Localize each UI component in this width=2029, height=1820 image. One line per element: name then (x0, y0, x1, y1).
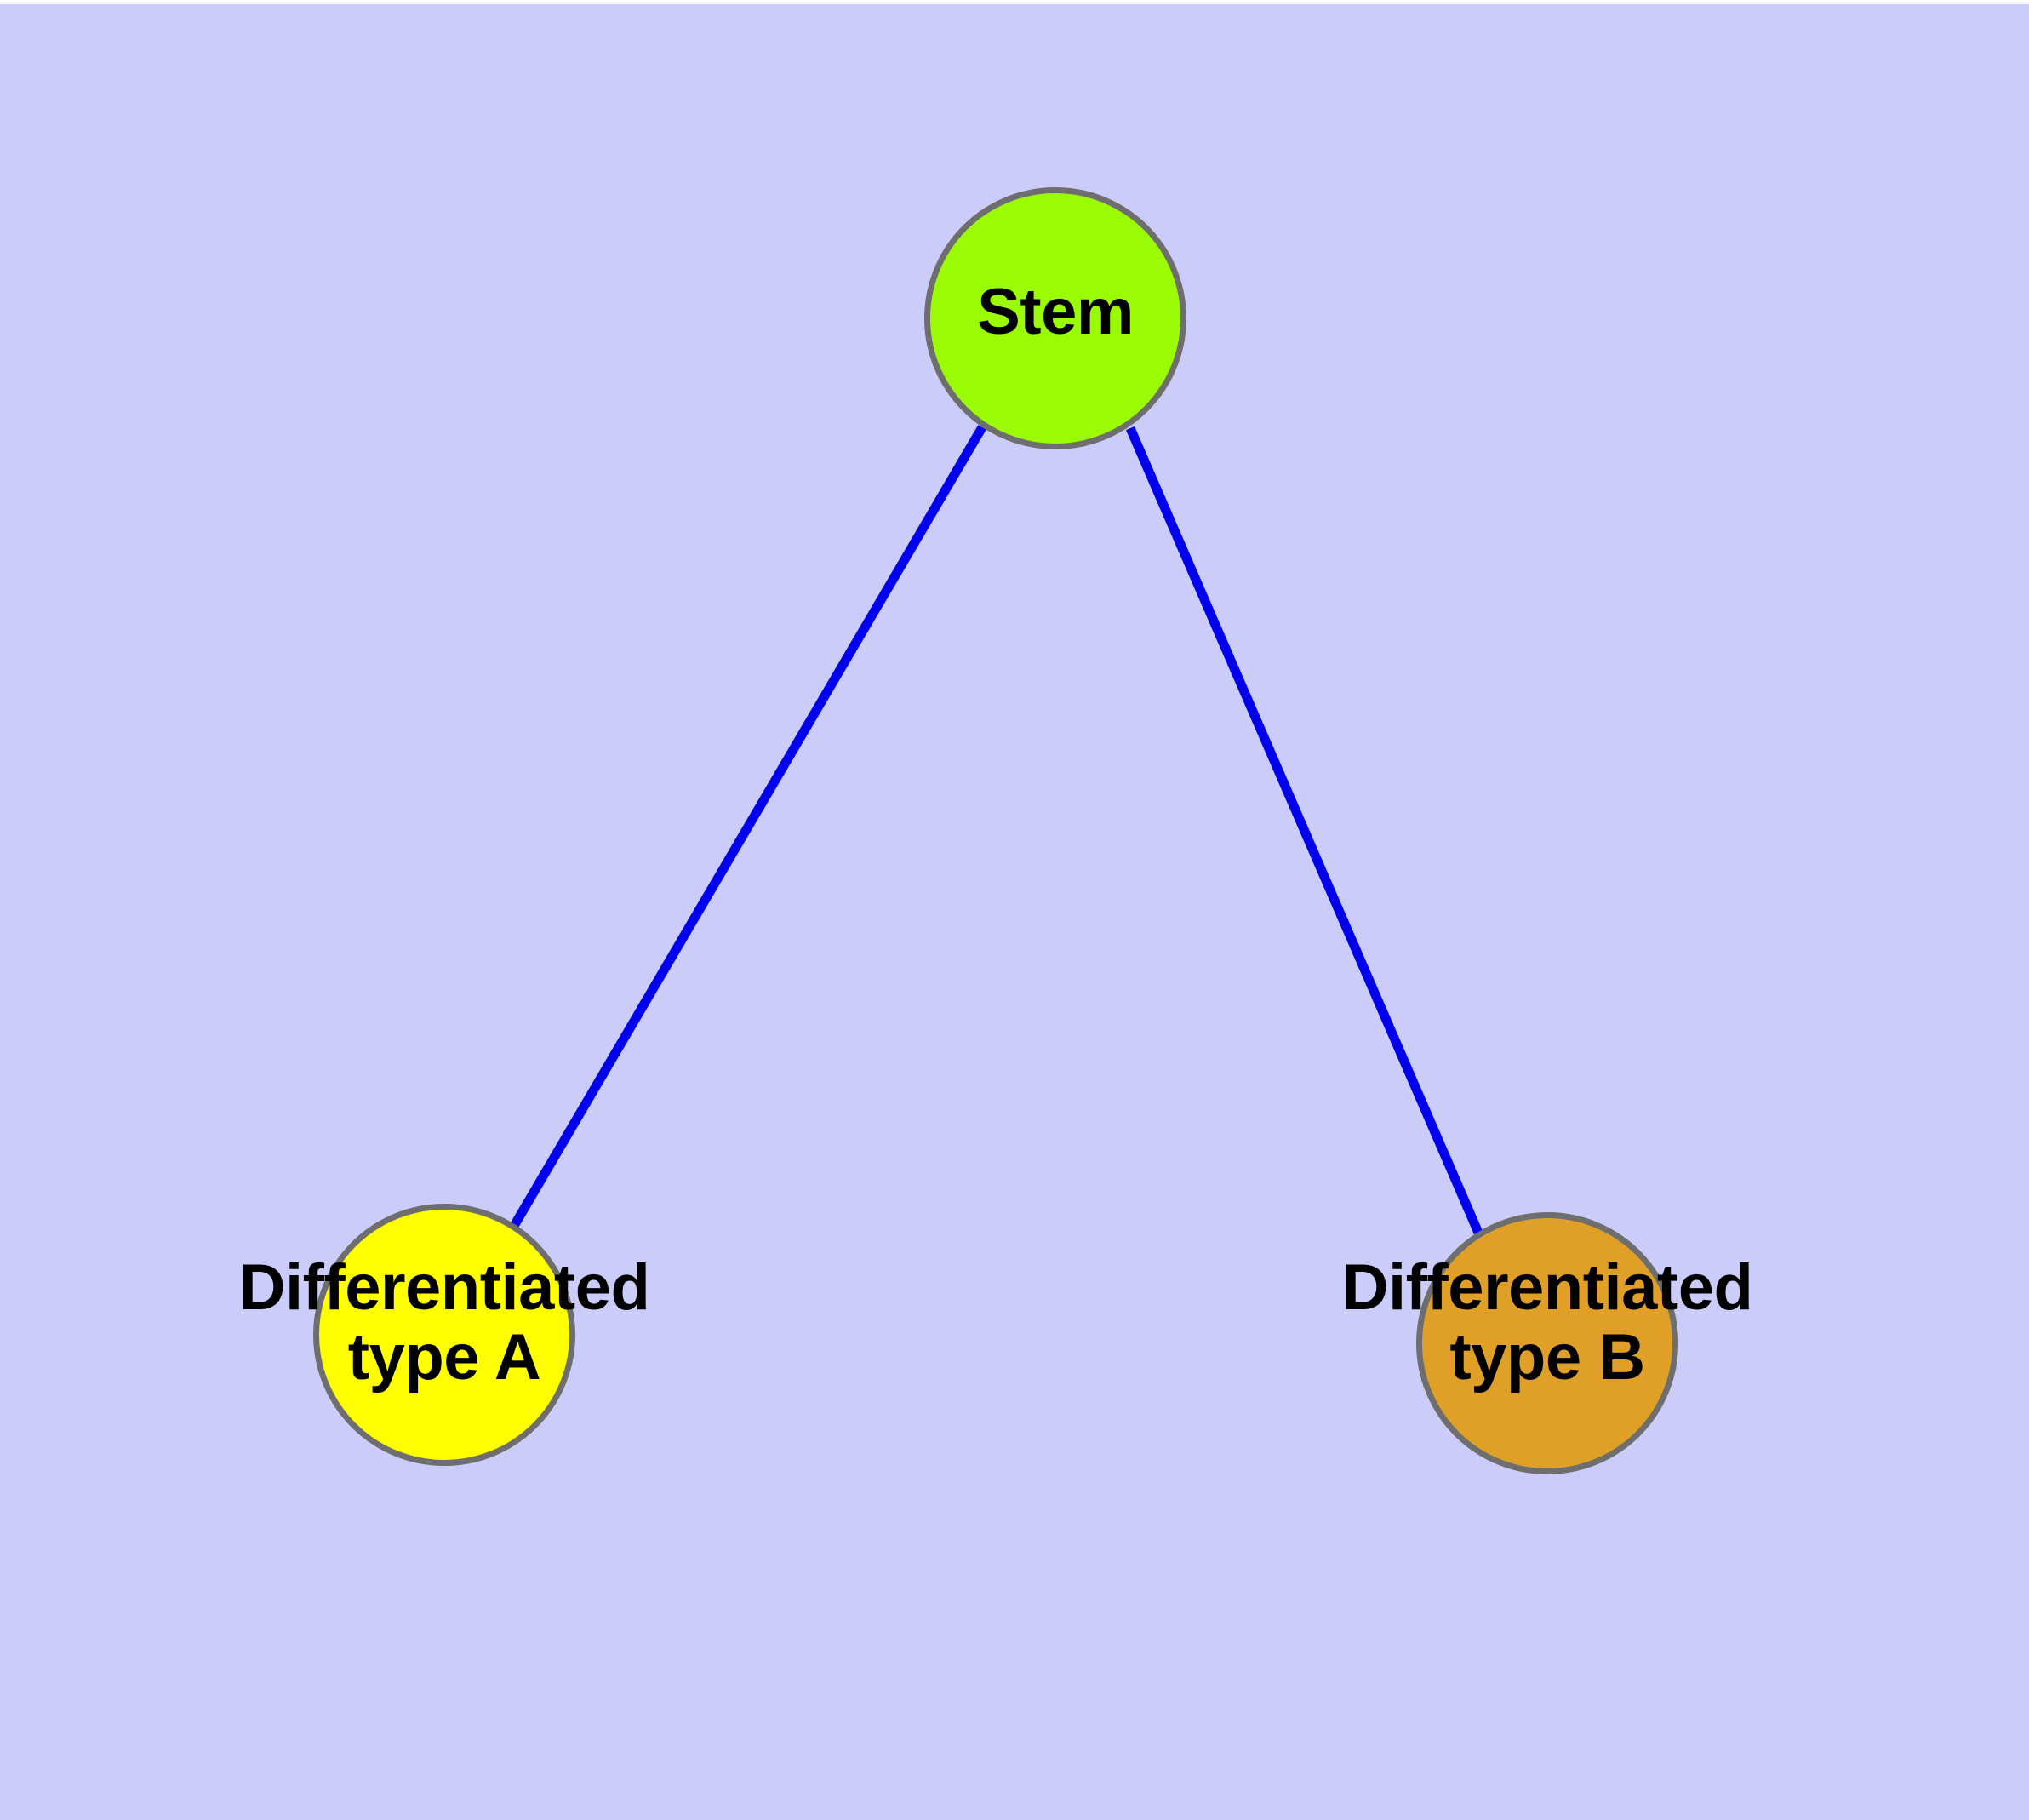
edge-stem-to-type-b (1125, 426, 1483, 1235)
edge-stem-to-type-a (510, 425, 986, 1228)
top-white-strip (0, 0, 2029, 4)
node-stem[interactable] (924, 187, 1186, 449)
node-differentiated-type-a[interactable] (313, 1204, 575, 1466)
node-differentiated-type-b[interactable] (1416, 1212, 1678, 1474)
